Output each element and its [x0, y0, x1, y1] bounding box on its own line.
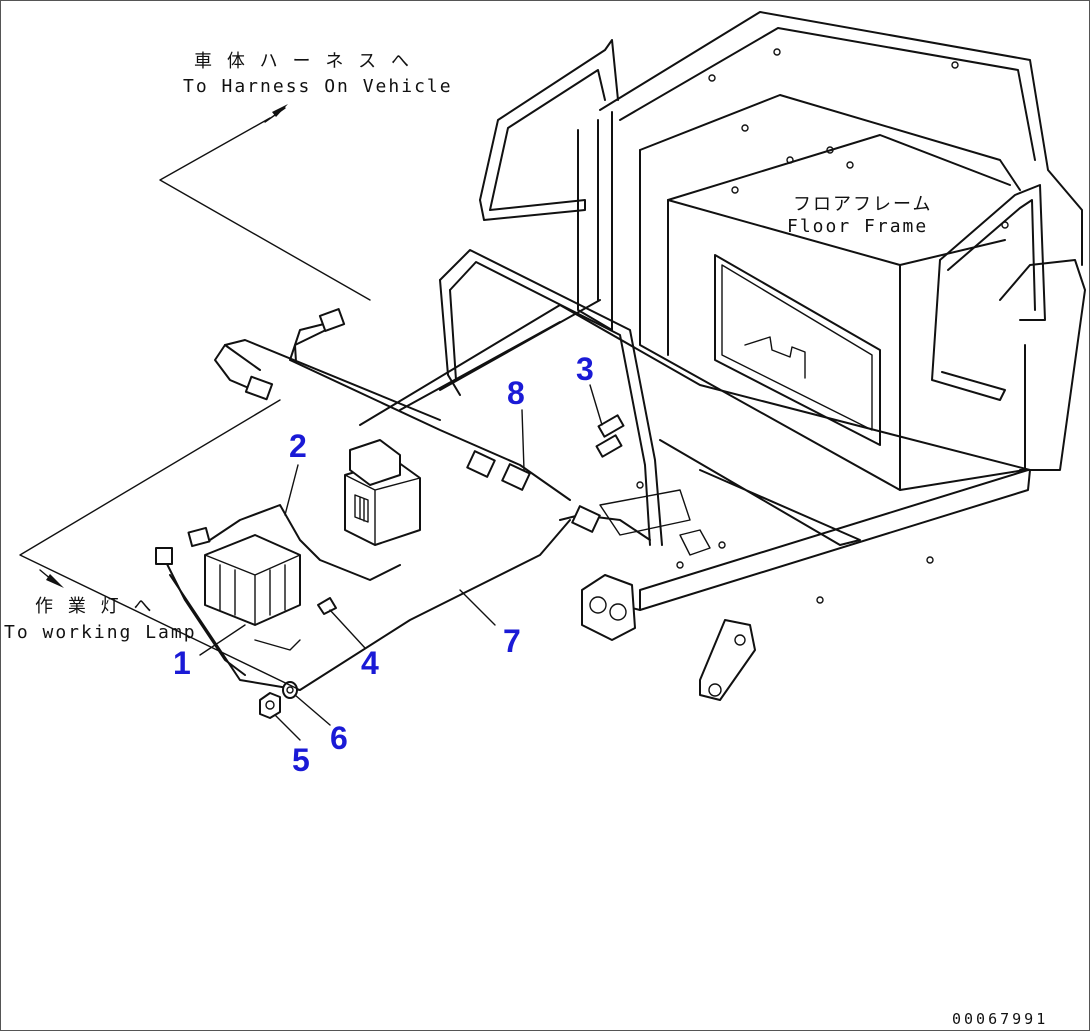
harness-note-jp: 車 体 ハ ー ネ ス へ — [194, 51, 411, 72]
callout-leaders — [199, 384, 603, 741]
base-plate — [359, 299, 1031, 701]
callout-3: 3 — [576, 351, 594, 387]
lamp-note-jp: 作 業 灯 へ — [35, 596, 154, 617]
clip-bracket — [317, 597, 337, 615]
floor-frame-label-jp: フロアフレーム — [793, 194, 932, 215]
callout-4: 4 — [361, 645, 379, 681]
callout-6: 6 — [330, 720, 348, 756]
floor-frame-label-en: Floor Frame — [787, 216, 928, 237]
handrails — [439, 39, 1086, 546]
callout-2: 2 — [289, 428, 307, 464]
callout-7: 7 — [503, 623, 521, 659]
relay-assembly — [204, 439, 421, 651]
lamp-note-en: To working Lamp — [4, 622, 197, 643]
drawing-number: 00067991 — [952, 1010, 1048, 1028]
direction-leaders — [19, 104, 371, 691]
callout-1: 1 — [173, 645, 191, 681]
callout-8: 8 — [507, 375, 525, 411]
harness-note-en: To Harness On Vehicle — [183, 76, 453, 97]
floor-frame — [577, 11, 1083, 491]
callout-5: 5 — [292, 742, 310, 778]
wiring-harness — [155, 308, 651, 691]
nut-washer — [259, 681, 298, 719]
